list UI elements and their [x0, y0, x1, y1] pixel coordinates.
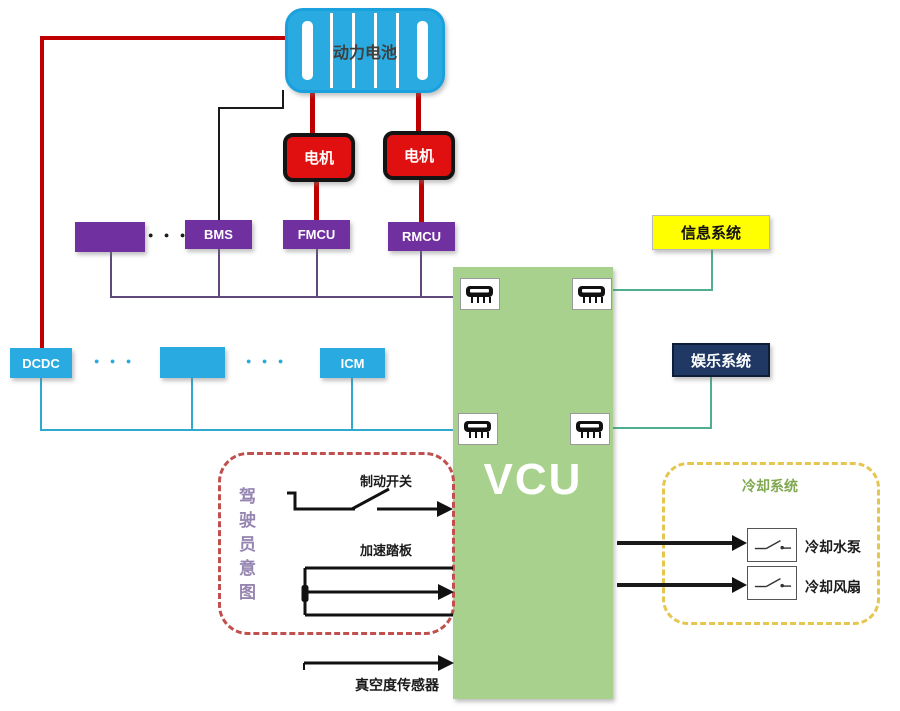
can-transceiver-icon — [460, 278, 500, 310]
ecu-node-unlabeled — [75, 222, 145, 252]
vcu-node: VCU — [453, 267, 613, 699]
lv-ellipsis-dots-1: ● ● ● — [94, 356, 136, 366]
fan-arrowhead-icon — [732, 577, 747, 593]
pump-arrowhead-icon — [732, 535, 747, 551]
hv-can-drop-rmcu — [420, 251, 422, 297]
power-line-battery-to-dcdc-v — [40, 36, 44, 348]
lv-node-unlabeled — [160, 347, 225, 378]
can-transceiver-icon — [572, 278, 612, 310]
hv-can-drop-ecu — [110, 252, 112, 297]
power-battery-label: 动力电池 — [332, 44, 397, 62]
power-line-motor-to-rmcu — [419, 179, 424, 223]
motor-rear-node: 电机 — [383, 131, 455, 180]
entertainment-system-node: 娱乐系统 — [672, 343, 770, 377]
battery-cells-icon — [288, 11, 442, 90]
can-line-entertainment-h — [608, 427, 712, 429]
motor-front-label: 电机 — [303, 150, 334, 167]
can-transceiver-icon — [570, 413, 610, 445]
lv-can-drop-unlabeled — [191, 378, 193, 430]
vcu-to-fan-line — [617, 583, 734, 587]
lv-can-drop-icm — [351, 378, 353, 430]
info-system-node: 信息系统 — [652, 215, 770, 250]
can-line-entertainment-v — [710, 377, 712, 429]
cooling-fan-switch — [747, 566, 797, 600]
accel-pedal-symbol — [301, 566, 454, 617]
rmcu-label: RMCU — [402, 229, 441, 244]
vcu-to-pump-line — [617, 541, 734, 545]
driver-intent-group — [218, 452, 455, 635]
vacuum-sensor-label: 真空度传感器 — [355, 677, 439, 693]
fmcu-node: FMCU — [283, 220, 350, 249]
dcdc-node: DCDC — [10, 348, 72, 378]
power-battery-node: 动力电池 — [285, 8, 445, 93]
lv-ellipsis-dots-2: ● ● ● — [246, 356, 288, 366]
accel-pedal-label: 加速踏板 — [359, 543, 412, 558]
signal-line-battery-bms-h — [218, 107, 284, 109]
bms-node: BMS — [185, 220, 252, 249]
info-system-label: 信息系统 — [680, 225, 741, 242]
power-line-motor-to-fmcu — [314, 181, 319, 221]
vcu-label: VCU — [483, 455, 583, 504]
motor-rear-label: 电机 — [403, 148, 434, 165]
fmcu-label: FMCU — [297, 227, 336, 242]
driver-intent-title: 驾驶员意图 — [236, 487, 255, 607]
bms-label: BMS — [204, 227, 233, 242]
dcdc-label: DCDC — [22, 355, 60, 371]
lv-can-drop-dcdc — [40, 378, 42, 430]
power-line-battery-to-motor-rear — [416, 92, 421, 134]
power-line-battery-to-motor-front — [310, 92, 315, 134]
can-line-info-h — [610, 289, 713, 291]
rmcu-node: RMCU — [388, 222, 455, 251]
power-line-battery-to-dcdc-h — [40, 36, 287, 40]
hv-can-drop-fmcu — [316, 249, 318, 297]
signal-line-battery-bms-v1 — [282, 90, 284, 109]
cooling-system-title: 冷却系统 — [742, 478, 798, 494]
hv-can-drop-bms — [218, 249, 220, 297]
icm-label: ICM — [340, 355, 365, 371]
entertainment-system-label: 娱乐系统 — [690, 352, 751, 370]
cooling-fan-label: 冷却风扇 — [805, 579, 861, 595]
motor-front-node: 电机 — [283, 133, 355, 182]
switch-contact-icon — [754, 577, 791, 588]
vacuum-sensor-arrow — [303, 655, 454, 671]
signal-line-battery-bms-v2 — [218, 107, 220, 220]
can-line-info-v — [711, 250, 713, 291]
cooling-pump-label: 冷却水泵 — [805, 539, 861, 555]
hv-ellipsis-dots: ● ● ● — [148, 230, 190, 240]
hv-can-bus — [110, 296, 462, 298]
cooling-pump-switch — [747, 528, 797, 562]
brake-switch-symbol — [287, 487, 453, 517]
icm-node: ICM — [320, 348, 385, 378]
switch-contact-icon — [754, 539, 791, 550]
can-transceiver-icon — [458, 413, 498, 445]
lv-can-bus — [40, 429, 460, 431]
brake-switch-label: 制动开关 — [359, 474, 412, 489]
